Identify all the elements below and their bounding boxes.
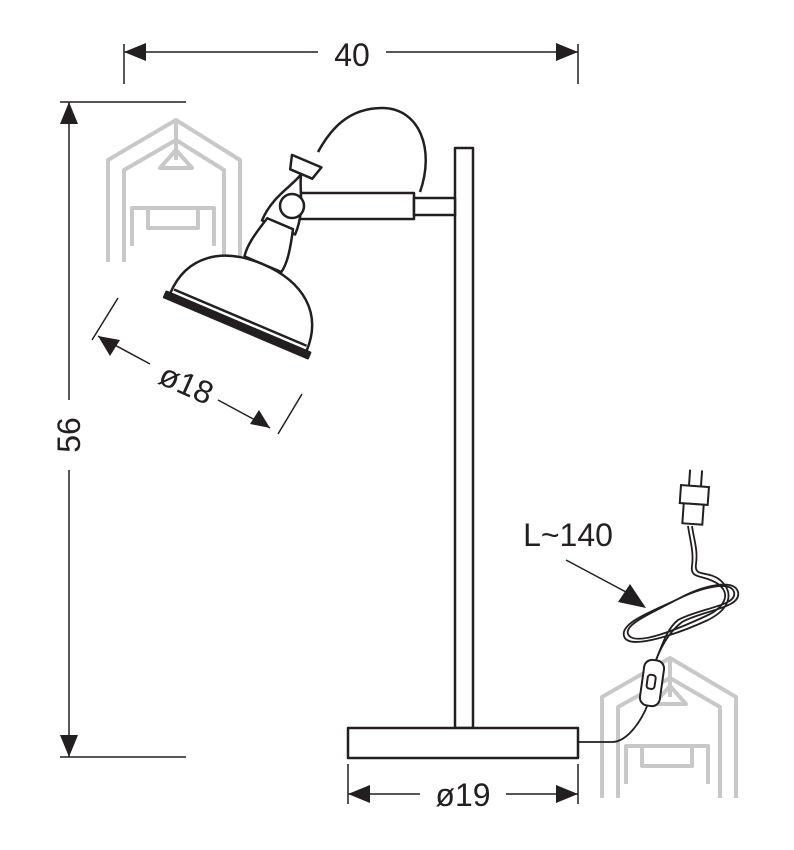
cable-arrow <box>565 559 646 608</box>
shade-diameter-dimension <box>91 297 303 435</box>
lamp-base <box>346 726 580 760</box>
base-diameter-dimension <box>347 764 579 804</box>
width-label: 40 <box>334 37 370 73</box>
lamp-pole <box>453 146 475 730</box>
height-dimension <box>60 101 186 758</box>
width-dimension <box>123 43 579 84</box>
power-cord <box>578 525 739 743</box>
height-label: 56 <box>51 417 87 453</box>
switch-button <box>645 673 657 690</box>
pivot-knob <box>278 192 306 220</box>
watermark-logo-top <box>106 118 242 262</box>
lamp-arm <box>290 191 416 221</box>
lamp <box>162 106 580 760</box>
arm-connector <box>412 196 457 217</box>
base-diameter-label: ø19 <box>435 777 490 813</box>
cable-length-label: L~140 <box>523 517 613 553</box>
shade-diameter-label: ø18 <box>154 356 219 411</box>
plug-icon <box>678 469 711 526</box>
lamp-shade <box>162 153 323 360</box>
watermark-logo-bottom <box>600 656 738 798</box>
lamp-wire <box>316 106 427 193</box>
